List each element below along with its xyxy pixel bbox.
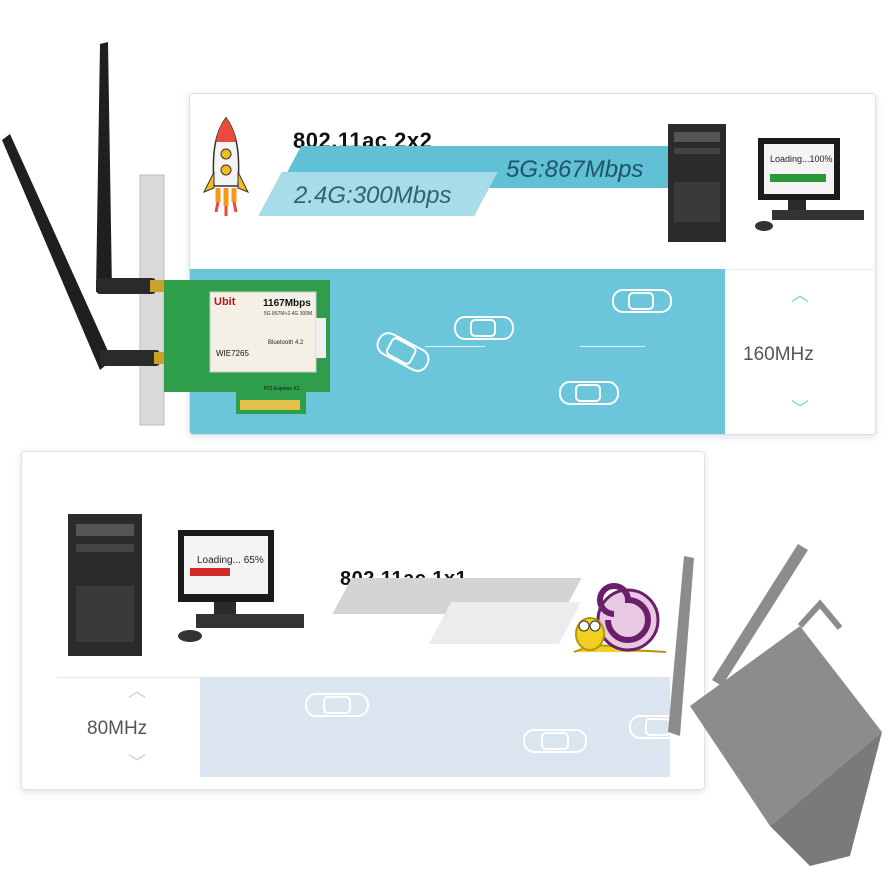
bandwidth-panel-80: ︿ 80MHz ﹀ xyxy=(57,677,200,778)
road-lane-80 xyxy=(200,677,672,777)
snail-icon xyxy=(573,583,667,653)
band-24g-label: 2.4G:300Mbps xyxy=(294,182,452,209)
bus-label: PCI-Express X1 xyxy=(264,386,300,392)
card-sub-label: 5G 867M+2.4G 300M xyxy=(264,311,313,317)
model-label: WIE7265 xyxy=(216,349,249,358)
monitor-loading-text: Loading...100% xyxy=(770,154,833,164)
rocket-icon xyxy=(202,116,250,216)
car-icon xyxy=(612,289,672,313)
wifi-card-illustration xyxy=(2,42,330,426)
speed-bar-light xyxy=(428,602,582,644)
car-icon xyxy=(376,332,430,372)
desktop-computer-old: Loading... 65% xyxy=(66,510,311,660)
car-icon xyxy=(559,381,619,405)
bluetooth-label: Bluetooth 4.2 xyxy=(268,340,304,346)
desktop-computer: Loading...100% xyxy=(660,122,870,247)
band-5g-label: 5G:867Mbps xyxy=(506,156,644,183)
generic-wifi-card-silhouette xyxy=(668,544,882,866)
card-1x1: Loading... 65% 802.11ac 1x1 ︿ 80MHz ﹀ xyxy=(21,451,705,790)
chevron-down-icon: ﹀ xyxy=(128,753,146,773)
bandwidth-80-label: 80MHz xyxy=(87,718,148,739)
bandwidth-160-label: 160MHz xyxy=(743,344,814,365)
brand-logo: Ubit xyxy=(214,296,236,308)
bandwidth-panel-160: ︿ 160MHz ﹀ xyxy=(725,269,875,434)
pc-tower-icon xyxy=(668,124,864,242)
card-speed-label: 1167Mbps xyxy=(263,298,311,309)
chevron-down-icon: ﹀ xyxy=(791,399,809,419)
monitor-loading-text: Loading... 65% xyxy=(197,555,264,566)
car-icon xyxy=(523,729,587,753)
car-icon xyxy=(454,316,514,340)
chevron-up-icon: ︿ xyxy=(791,285,809,305)
chevron-up-icon: ︿ xyxy=(128,681,146,701)
car-icon xyxy=(305,693,369,717)
pc-tower-icon xyxy=(68,514,304,656)
